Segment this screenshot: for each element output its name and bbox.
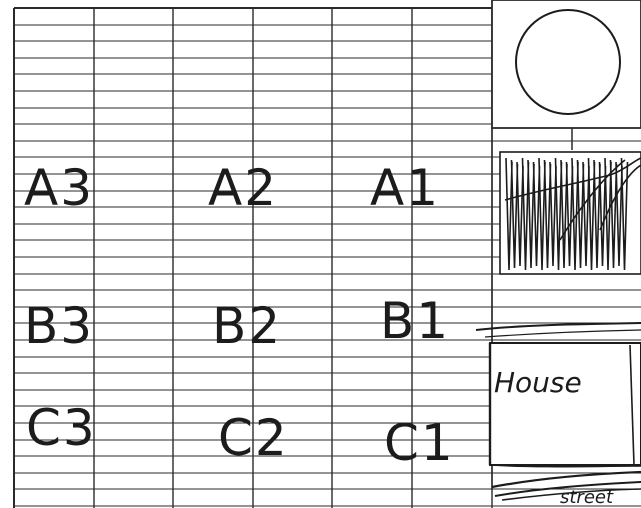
seat-label-c1: C1 — [384, 414, 455, 472]
sun-panel — [492, 0, 641, 128]
seat-label-b1: B1 — [380, 292, 450, 350]
seat-label-a3: A3 — [24, 159, 94, 217]
seat-label-a2: A2 — [208, 159, 278, 217]
seat-label-a1: A1 — [370, 159, 440, 217]
street-line — [492, 472, 641, 487]
house-label: House — [494, 366, 582, 399]
seat-label-b3: B3 — [24, 297, 94, 355]
seat-label-c3: C3 — [26, 399, 97, 457]
street-label: street — [560, 487, 614, 508]
seat-label-c2: C2 — [218, 409, 289, 467]
seat-labels: A3 A2 A1 B3 B2 B1 C3 C2 C1 — [24, 159, 455, 472]
seat-label-b2: B2 — [212, 297, 282, 355]
house-box — [490, 343, 641, 465]
right-panel — [476, 0, 641, 500]
road-top-line — [476, 323, 641, 330]
